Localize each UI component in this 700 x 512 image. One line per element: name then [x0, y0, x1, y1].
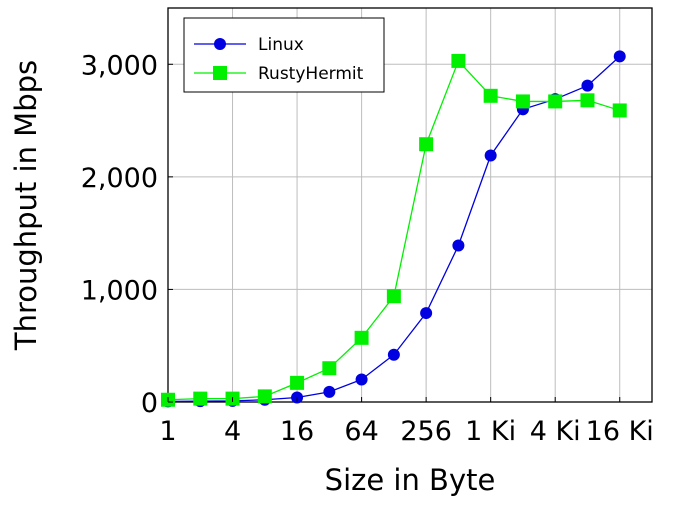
legend-marker-linux [214, 38, 226, 50]
x-tick-label: 1 Ki [465, 416, 516, 447]
legend-label-linux: Linux [258, 35, 304, 55]
x-axis-title: Size in Byte [325, 463, 496, 497]
data-point-linux [581, 79, 594, 92]
data-point-rustyhermit [386, 289, 401, 304]
data-point-rustyhermit [354, 330, 369, 345]
data-point-linux [387, 348, 400, 361]
data-point-linux [613, 50, 626, 63]
data-point-rustyhermit [322, 361, 337, 376]
x-tick-label: 4 Ki [530, 416, 581, 447]
data-point-rustyhermit [548, 94, 563, 109]
y-tick-label: 1,000 [81, 275, 158, 306]
data-point-rustyhermit [419, 137, 434, 152]
legend-marker-rustyhermit [213, 66, 227, 80]
y-tick-label: 3,000 [81, 50, 158, 81]
y-tick-label: 0 [141, 388, 158, 419]
data-point-rustyhermit [451, 53, 466, 68]
data-point-rustyhermit [257, 389, 272, 404]
x-tick-label: 64 [344, 416, 378, 447]
data-point-rustyhermit [515, 94, 530, 109]
data-point-linux [484, 149, 497, 162]
y-axis-title: Throughput in Mbps [9, 60, 43, 351]
data-point-rustyhermit [290, 375, 305, 390]
x-tick-label: 1 [159, 416, 176, 447]
data-point-rustyhermit [612, 103, 627, 118]
data-point-rustyhermit [193, 391, 208, 406]
data-point-linux [452, 239, 465, 252]
data-point-rustyhermit [483, 88, 498, 103]
data-point-rustyhermit [580, 93, 595, 108]
x-tick-label: 16 [280, 416, 314, 447]
data-point-linux [323, 385, 336, 398]
legend-label-rustyhermit: RustyHermit [258, 64, 364, 84]
data-point-linux [420, 307, 433, 320]
x-tick-label: 16 Ki [586, 416, 654, 447]
series-layer [161, 50, 627, 408]
plot-frame [167, 7, 653, 403]
legend: Linux RustyHermit [183, 17, 385, 93]
x-tick-label: 4 [224, 416, 241, 447]
x-tick-label: 256 [400, 416, 452, 447]
y-tick-label: 2,000 [81, 163, 158, 194]
data-point-linux [355, 373, 368, 386]
